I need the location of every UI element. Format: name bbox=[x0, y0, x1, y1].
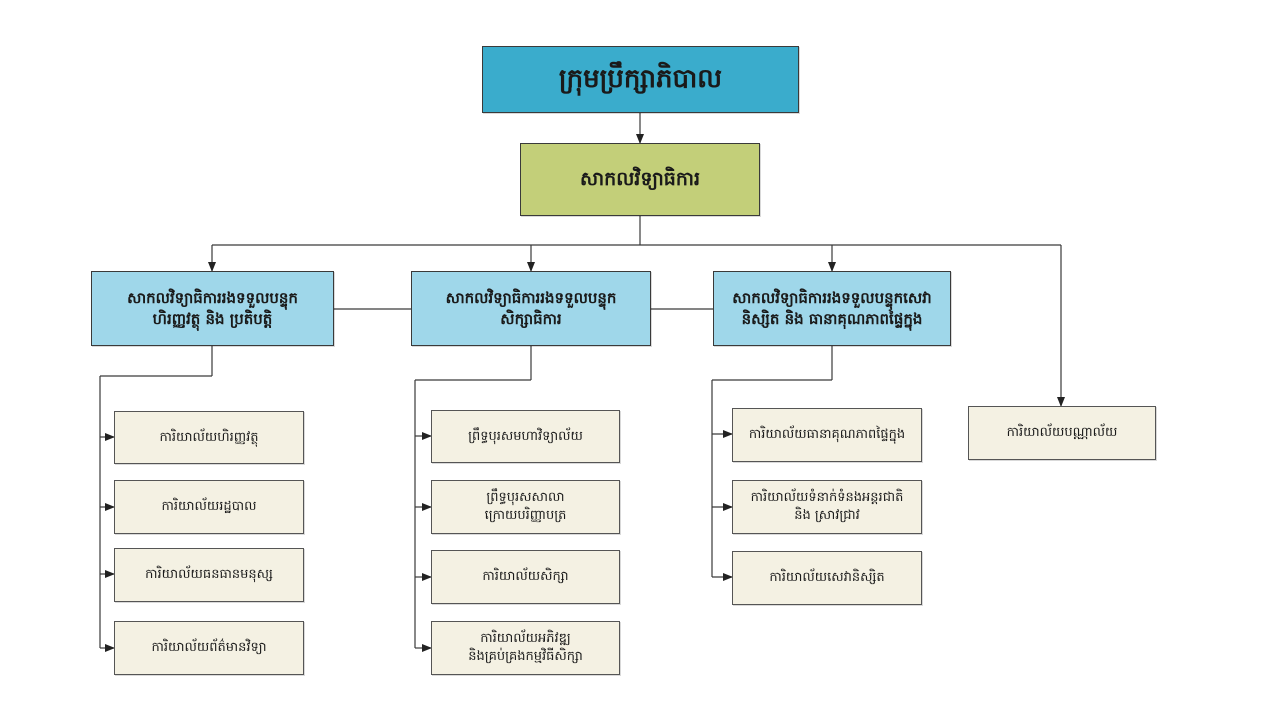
office-box: ការិយាល័យសេវានិស្សិត bbox=[732, 551, 922, 605]
deputy-label-line: និស្សិត និង ធានាគុណភាពផ្ទៃក្នុង bbox=[741, 309, 923, 328]
office-label: ការិយាល័យធនធានមនុស្ស bbox=[145, 567, 273, 583]
office-label-line: និង ស្រាវជ្រាវ bbox=[794, 508, 860, 523]
rector-label: សាកលវិទ្យាធិការ bbox=[580, 167, 700, 190]
deputy-box-finance: សាកលវិទ្យាធិការរងទទួលបន្ទុក ហិរញ្ញវត្ថុ … bbox=[91, 271, 334, 346]
office-box: ការិយាល័យព័ត៌មានវិទ្យា bbox=[114, 621, 304, 675]
office-label: ការិយាល័យបណ្ណាល័យ bbox=[1006, 425, 1118, 441]
office-box: ការិយាល័យទំនាក់ទំនងអន្តរជាតិ និង ស្រាវជ្… bbox=[732, 480, 922, 534]
office-label-line: ក្រោយបរិញ្ញាបត្រ bbox=[484, 508, 567, 523]
office-box: ការិយាល័យសិក្សា bbox=[431, 550, 620, 604]
office-label: ការិយាល័យធានាគុណភាពផ្ទៃក្នុង bbox=[748, 427, 906, 443]
rector-box: សាកលវិទ្យាធិការ bbox=[520, 143, 760, 216]
deputy-label-line: សាកលវិទ្យាធិការរងទទួលបន្ទុកសេវា bbox=[732, 289, 932, 308]
deputy-label-line: សាកលវិទ្យាធិការរងទទួលបន្ទុក bbox=[445, 289, 617, 308]
office-label-line: ព្រឹទ្ធបុរសសាលា bbox=[486, 490, 565, 506]
office-box: ព្រឹទ្ធបុរសសាលា ក្រោយបរិញ្ញាបត្រ bbox=[431, 480, 620, 534]
office-label-line: និងគ្រប់គ្រងកម្មវិធីសិក្សា bbox=[468, 649, 583, 664]
board-label: ក្រុមប្រឹក្សាភិបាល bbox=[558, 63, 723, 94]
office-box: ការិយាល័យអភិវឌ្ឍ និងគ្រប់គ្រងកម្មវិធីសិក… bbox=[431, 621, 620, 675]
board-of-directors-box: ក្រុមប្រឹក្សាភិបាល bbox=[482, 46, 799, 113]
office-label: ការិយាល័យព័ត៌មានវិទ្យា bbox=[151, 640, 267, 656]
deputy-box-academic: សាកលវិទ្យាធិការរងទទួលបន្ទុក សិក្សាធិការ bbox=[411, 271, 651, 346]
deputy-label-line: ហិរញ្ញវត្ថុ និង ប្រតិបត្តិ bbox=[152, 309, 273, 328]
office-label: ការិយាល័យហិរញ្ញវត្ថុ bbox=[159, 429, 259, 445]
office-label: ការិយាល័យសិក្សា bbox=[482, 569, 569, 585]
deputy-label-line: សិក្សាធិការ bbox=[500, 309, 562, 328]
office-label: ការិយាល័យសេវានិស្សិត bbox=[769, 570, 885, 586]
deputy-label-line: សាកលវិទ្យាធិការរងទទួលបន្ទុក bbox=[127, 289, 298, 308]
office-label: ការិយាល័យរដ្ឋបាល bbox=[161, 499, 257, 515]
office-label: ព្រឹទ្ធបុរសមហាវិទ្យាល័យ bbox=[468, 428, 583, 444]
office-box: ព្រឹទ្ធបុរសមហាវិទ្យាល័យ bbox=[431, 410, 620, 463]
deputy-box-student-services: សាកលវិទ្យាធិការរងទទួលបន្ទុកសេវា និស្សិត … bbox=[713, 271, 951, 346]
office-box: ការិយាល័យធនធានមនុស្ស bbox=[114, 548, 304, 602]
office-label-line: ការិយាល័យទំនាក់ទំនងអន្តរជាតិ bbox=[750, 490, 904, 506]
office-box: ការិយាល័យធានាគុណភាពផ្ទៃក្នុង bbox=[732, 408, 922, 462]
office-box: ការិយាល័យរដ្ឋបាល bbox=[114, 480, 304, 534]
library-office-box: ការិយាល័យបណ្ណាល័យ bbox=[968, 406, 1156, 460]
office-box: ការិយាល័យហិរញ្ញវត្ថុ bbox=[114, 411, 304, 464]
office-label-line: ការិយាល័យអភិវឌ្ឍ bbox=[480, 631, 571, 647]
